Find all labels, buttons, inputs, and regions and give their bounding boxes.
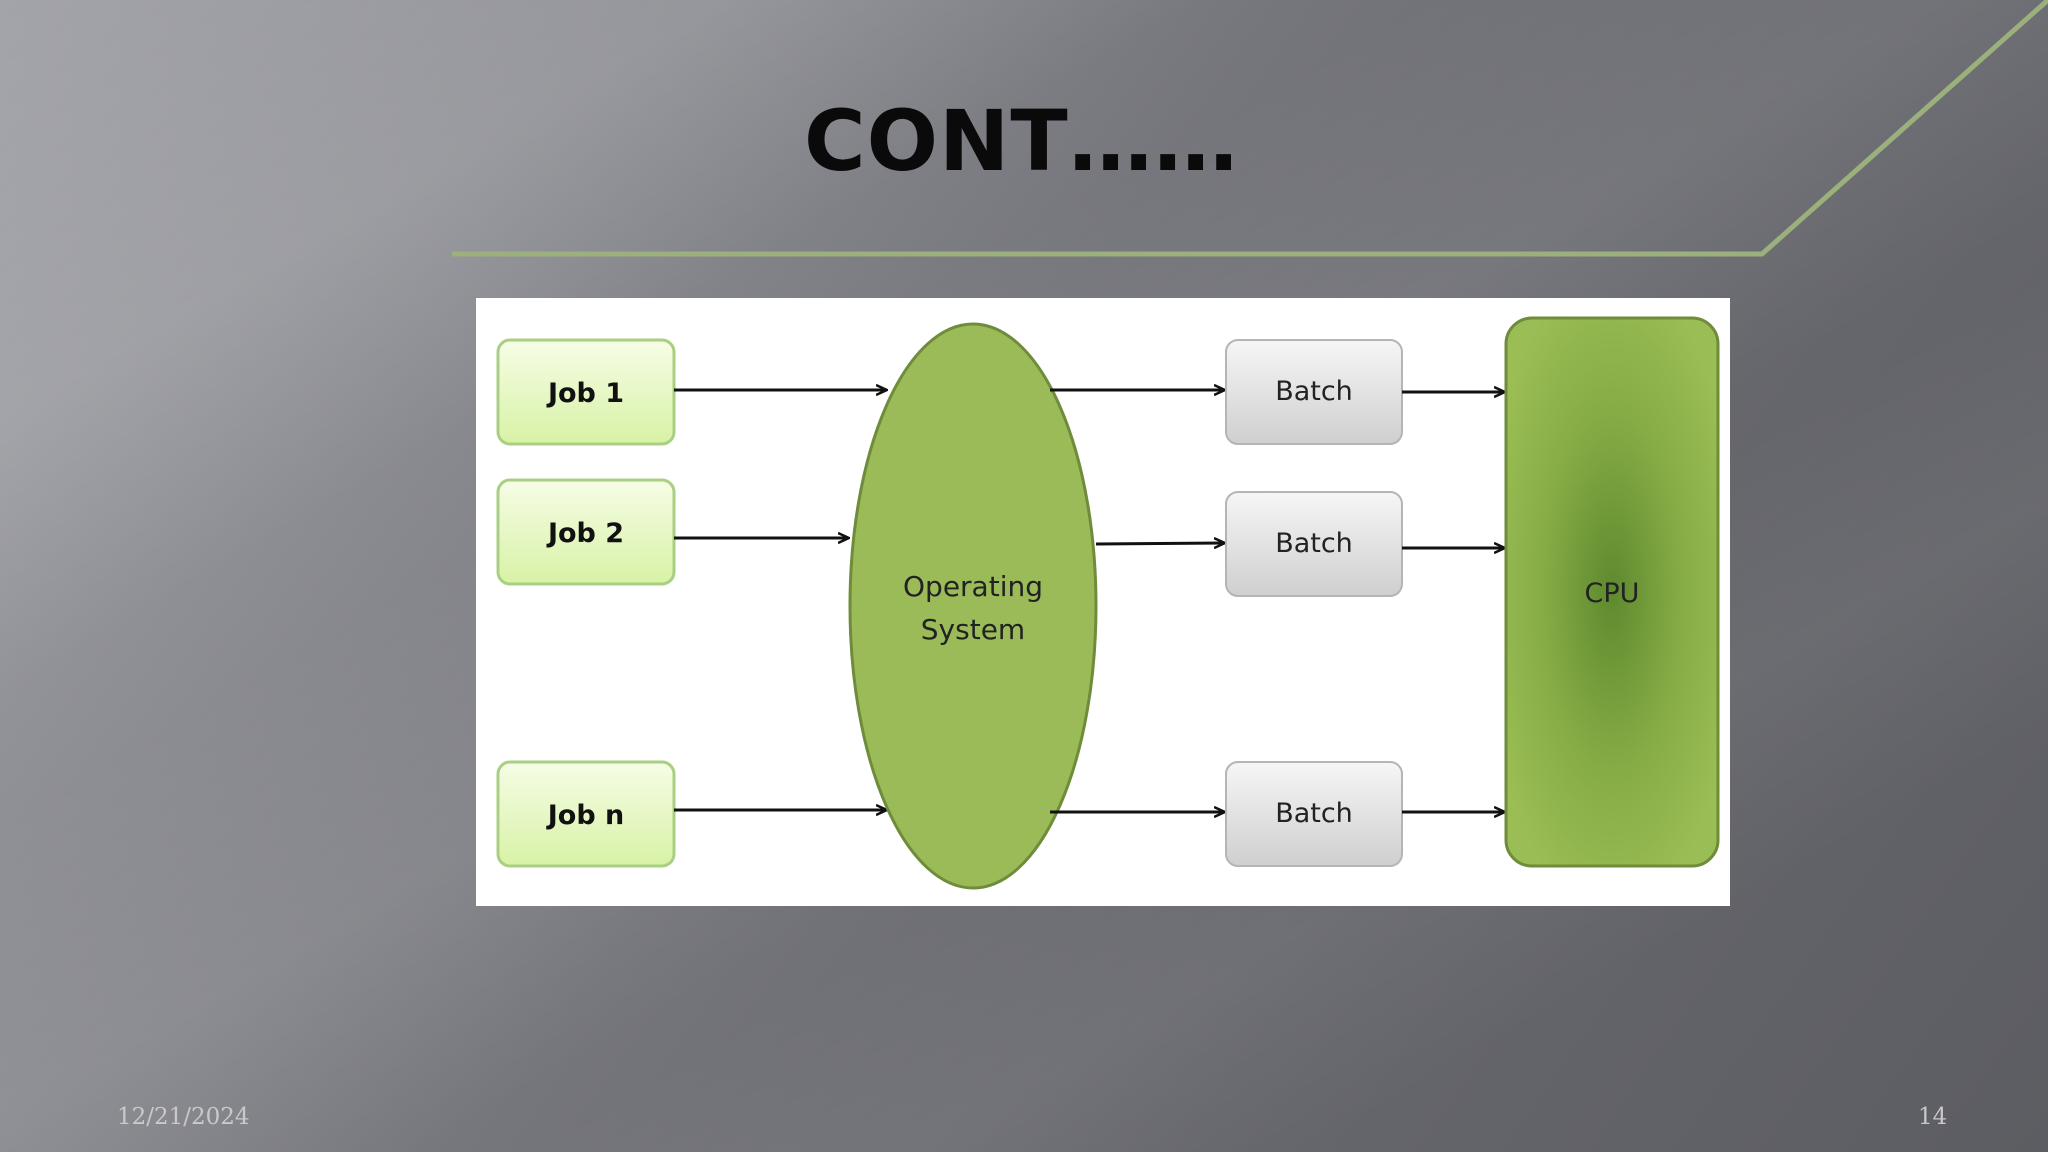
arrow-os-to-batch2 [1095, 543, 1224, 544]
os-label-line1: Operating [903, 570, 1043, 603]
slide-date: 12/21/2024 [117, 1104, 250, 1130]
job-label: Job 1 [546, 378, 624, 409]
cpu-label: CPU [1585, 578, 1640, 609]
slide-title: CONT…… [804, 92, 1239, 190]
batch-box-2: Batch [1225, 491, 1403, 597]
job-box-2: Job 2 [496, 478, 676, 586]
batch-label: Batch [1275, 528, 1353, 559]
job-label: Job n [546, 800, 625, 831]
operating-system-ellipse: Operating System [848, 322, 1098, 890]
job-box-n: Job n [496, 760, 676, 868]
batch-label: Batch [1275, 798, 1353, 829]
job-label: Job 2 [546, 518, 624, 549]
batch-box-3: Batch [1225, 761, 1403, 867]
slide-page-number: 14 [1918, 1104, 1948, 1130]
os-label-line2: System [921, 613, 1025, 646]
cpu-box: CPU [1504, 316, 1720, 868]
batch-label: Batch [1275, 376, 1353, 407]
job-box-1: Job 1 [496, 338, 676, 446]
batch-processing-diagram: Job 1 Job 2 Job n Operating System Batch [476, 298, 1730, 906]
batch-box-1: Batch [1225, 339, 1403, 445]
